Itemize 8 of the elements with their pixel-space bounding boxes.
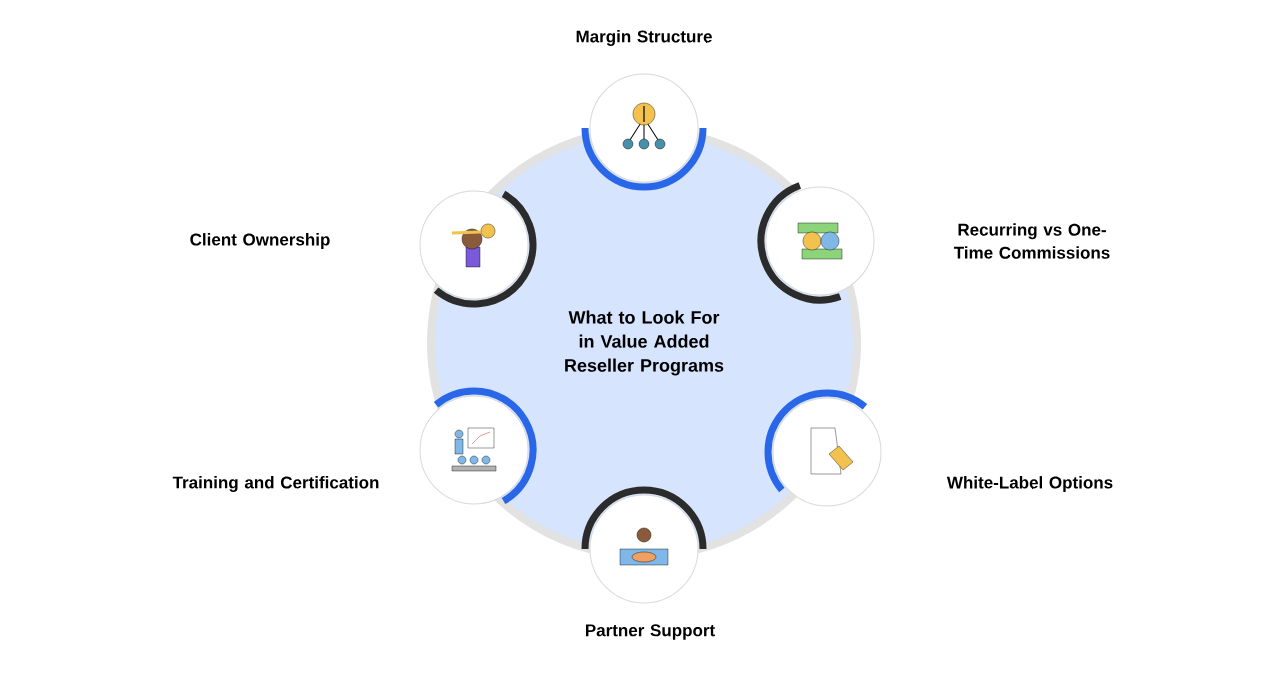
icon-circle — [419, 190, 529, 300]
circle-label: Client Ownership — [190, 233, 330, 249]
circle-label: White-Label Options — [946, 476, 1113, 492]
circle-label: Margin Structure — [576, 30, 712, 46]
circle-label: Training and Certification — [172, 476, 379, 492]
icon-circle — [589, 73, 699, 183]
circle-label: Partner Support — [586, 624, 715, 640]
circle-label: Recurring vs One-Time Commissions — [953, 223, 1110, 259]
